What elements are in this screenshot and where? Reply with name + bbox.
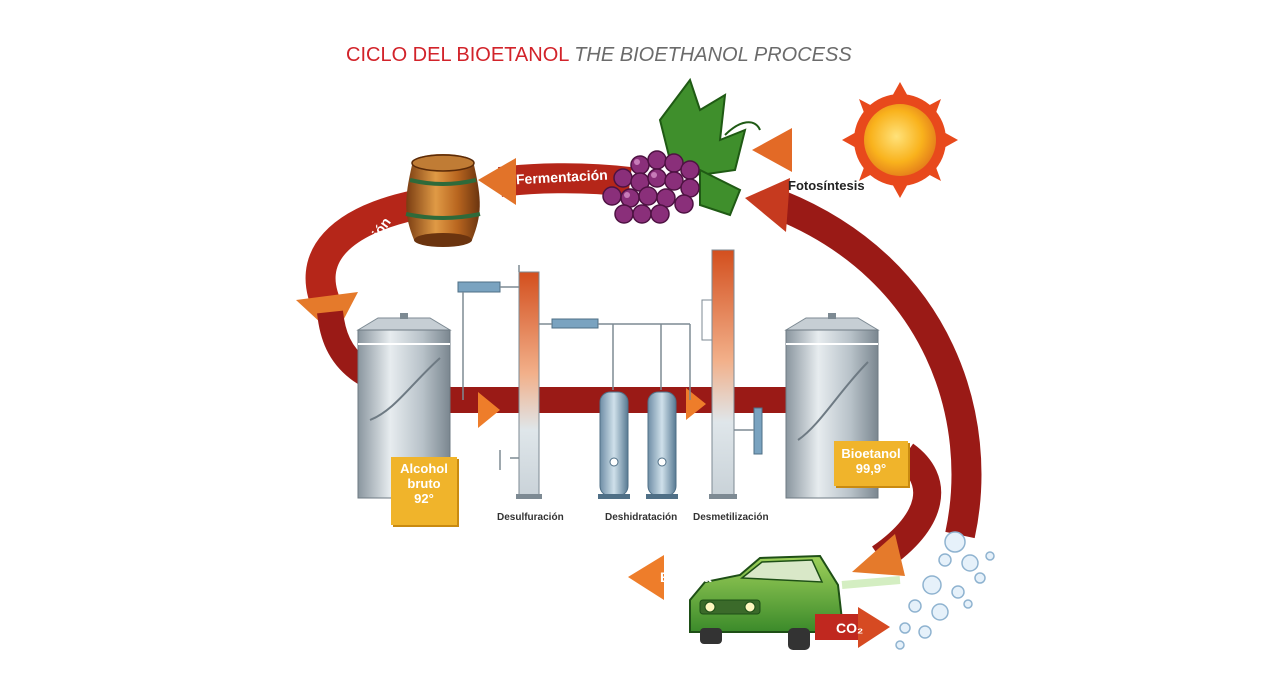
diagram-title: CICLO DEL BIOETANOL THE BIOETHANOL PROCE… — [346, 44, 852, 67]
demethylation-column — [701, 249, 763, 499]
bioetanol-line1: Bioetanol — [841, 446, 901, 461]
stage-desulfuracion: Desulfuración — [497, 512, 564, 523]
fermentacion-label: Fermentación — [516, 167, 609, 188]
flow-arrows — [452, 388, 706, 428]
barrel-icon — [405, 154, 481, 247]
sun-icon — [842, 82, 958, 198]
energia-label: Energía — [660, 569, 712, 585]
energy-arrow: Energía — [628, 555, 745, 600]
alcohol-line2: bruto — [407, 476, 441, 491]
bioetanol-line2: 99,9° — [855, 461, 887, 476]
stage-deshidratacion: Deshidratación — [605, 512, 678, 523]
fermentation-arrow: Fermentación — [478, 158, 632, 205]
bioetanol-label: Bioetanol 99,9° — [834, 441, 908, 486]
car-icon — [689, 554, 901, 650]
co2-arrow: CO₂ — [815, 607, 890, 648]
co2-bubbles-icon — [895, 531, 995, 650]
alcohol-line1: Alcohol — [400, 461, 448, 476]
co2-label: CO₂ — [836, 620, 863, 636]
distillation-arrow: Destilación — [296, 190, 419, 336]
grapes-icon — [602, 77, 761, 224]
fotosintesis-label: Fotosíntesis — [788, 178, 865, 193]
sunlight-arrow — [752, 128, 848, 172]
title-spanish: CICLO DEL BIOETANOL — [346, 44, 569, 66]
dehydration-vessels — [598, 391, 678, 499]
title-english: THE BIOETHANOL PROCESS — [574, 44, 852, 66]
desulfurization-column — [457, 265, 542, 499]
stage-desmetilizacion: Desmetilización — [693, 512, 769, 523]
photosynthesis-return-arrow — [745, 178, 982, 539]
alcohol-bruto-label: Alcohol bruto 92° — [391, 457, 457, 525]
connecting-pipe — [539, 318, 691, 400]
alcohol-line3: 92° — [414, 491, 434, 506]
